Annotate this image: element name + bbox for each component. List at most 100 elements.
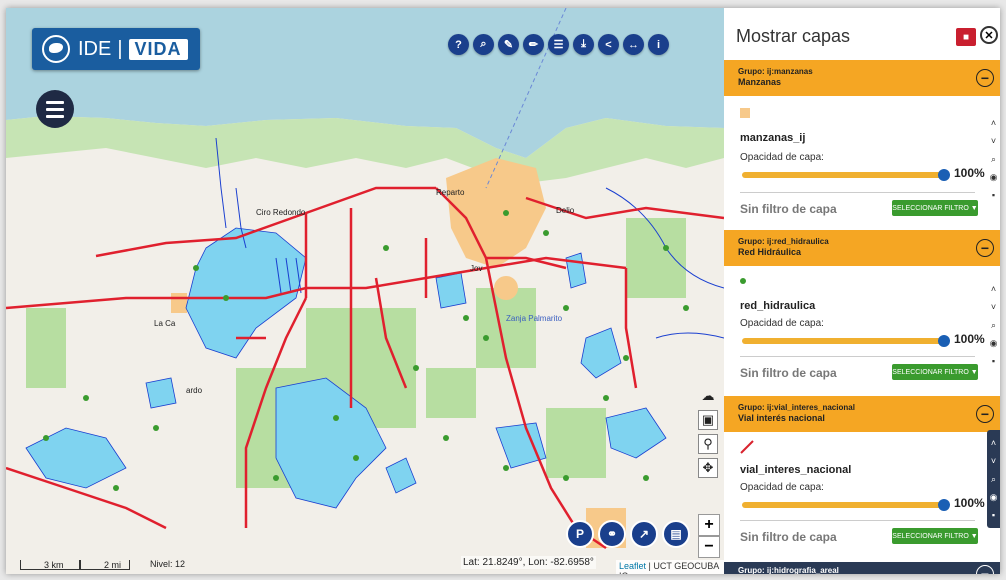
opacity-label: Opacidad de capa: — [740, 152, 824, 163]
move-up-icon[interactable]: ˄ — [990, 118, 997, 128]
select-filter-button[interactable]: SELECCIONAR FILTRO ▼ — [892, 528, 978, 544]
group-header-vial-interes-nacional[interactable]: Grupo: ij:vial_interes_nacional Vial int… — [724, 396, 1000, 432]
group-header-manzanas[interactable]: Grupo: ij:manzanas Manzanas − — [724, 60, 1000, 96]
map-pin-icon: ⚲ — [703, 436, 713, 451]
locate-button[interactable]: ⚲ — [698, 434, 718, 454]
minus-circle-icon: − — [980, 240, 990, 256]
logo-text-ide: IDE — [78, 37, 112, 60]
chart-button[interactable]: ↗ — [630, 520, 658, 548]
group-name: Red Hidráulica — [738, 247, 802, 257]
map-label: ardo — [186, 386, 203, 395]
group-name: Manzanas — [738, 77, 782, 87]
zoom-to-layer-icon[interactable]: ⌕ — [990, 473, 997, 484]
help-button[interactable]: ? — [448, 34, 469, 55]
draw-button[interactable]: ✏ — [523, 34, 544, 55]
logo-separator: | — [117, 37, 123, 60]
ide-vida-logo[interactable]: IDE | VIDA — [32, 28, 200, 70]
search-button[interactable]: ⌕ — [473, 34, 494, 55]
swap-icon: ↔ — [628, 38, 639, 51]
layer-swatch — [740, 108, 750, 118]
edit-button[interactable]: ✎ — [498, 34, 519, 55]
parking-icon: P — [575, 527, 584, 541]
remove-layer-icon[interactable]: ▪ — [991, 510, 996, 520]
opacity-label: Opacidad de capa: — [740, 318, 824, 329]
slider-handle[interactable] — [938, 169, 950, 181]
zoom-to-layer-icon[interactable]: ⌕ — [990, 319, 997, 330]
pan-button[interactable]: ✥ — [698, 458, 718, 478]
minus-circle-icon: − — [980, 566, 990, 574]
logo-text-vida: VIDA — [128, 38, 188, 60]
slider-handle[interactable] — [938, 335, 950, 347]
binoculars-icon: ⚭ — [606, 527, 618, 541]
download-button[interactable]: ⤓ — [573, 34, 594, 55]
move-down-icon[interactable]: ˅ — [990, 136, 997, 146]
no-filter-label: Sin filtro de capa — [740, 202, 837, 216]
layer-actions: ˄ ˅ ⌕ ◉ ▪ — [987, 280, 1000, 370]
table-button[interactable]: ☰ — [548, 34, 569, 55]
collapse-group-button[interactable]: − — [976, 565, 994, 574]
filter-icon: ▼ — [970, 368, 978, 376]
binoculars-button[interactable]: ⚭ — [598, 520, 626, 548]
opacity-slider[interactable] — [742, 499, 950, 511]
layer-actions: ˄ ˅ ⌕ ◉ ▪ — [987, 114, 1000, 204]
minus-circle-icon: − — [980, 406, 990, 422]
visibility-icon[interactable]: ◉ — [989, 337, 998, 348]
map-icon: ▤ — [670, 527, 682, 541]
main-menu-button[interactable] — [36, 90, 74, 128]
map-label: Reparto — [436, 188, 465, 197]
info-button[interactable]: i — [648, 34, 669, 55]
trash-icon: ■ — [962, 31, 970, 43]
close-icon: ✕ — [984, 29, 994, 42]
select-filter-button[interactable]: SELECCIONAR FILTRO ▼ — [892, 200, 978, 216]
layer-swatch — [740, 440, 754, 454]
map-label: La Ca — [154, 319, 176, 328]
collapse-group-button[interactable]: − — [976, 405, 994, 423]
group-header-hidrografia-areal[interactable]: Grupo: ij:hidrografia_areal − — [724, 562, 1000, 574]
fullscreen-button[interactable]: ▣ — [698, 410, 718, 430]
move-down-icon[interactable]: ˅ — [990, 456, 997, 466]
collapse-group-button[interactable]: − — [976, 69, 994, 87]
remove-layer-icon[interactable]: ▪ — [991, 356, 996, 366]
opacity-label: Opacidad de capa: — [740, 482, 824, 493]
zoom-out-button[interactable]: − — [698, 536, 720, 558]
cursor-coordinates: Lat: 21.8249°, Lon: -82.6958° — [461, 556, 596, 569]
filter-icon: ▼ — [970, 532, 978, 540]
group-label: Grupo: ij:vial_interes_nacional — [738, 403, 855, 412]
layers-panel: Mostrar capas ■ ✕ Grupo: ij:manzanas Man… — [724, 8, 1000, 574]
layer-item-manzanas: manzanas_ij Opacidad de capa: 100% Sin f… — [724, 96, 1000, 232]
remove-layer-icon[interactable]: ▪ — [991, 190, 996, 200]
group-header-red-hidraulica[interactable]: Grupo: ij:red_hidraulica Red Hidráulica … — [724, 230, 1000, 266]
hamburger-icon — [46, 100, 64, 104]
slider-handle[interactable] — [938, 499, 950, 511]
map-canvas[interactable] — [6, 8, 724, 574]
visibility-icon[interactable]: ◉ — [989, 171, 998, 182]
table-icon: ☰ — [553, 39, 564, 51]
move-up-icon[interactable]: ˄ — [990, 284, 997, 294]
zoom-to-layer-icon[interactable]: ⌕ — [990, 153, 997, 164]
filter-icon: ▼ — [970, 204, 978, 212]
opacity-value: 100% — [954, 496, 985, 510]
move-up-icon[interactable]: ˄ — [990, 438, 997, 448]
attribution-text: | UCT GEOCUBA IC — [619, 561, 719, 574]
globe-logo-icon — [42, 35, 70, 63]
zoom-in-button[interactable]: + — [698, 514, 720, 536]
weather-button[interactable]: ☁ — [698, 386, 718, 406]
share-button[interactable]: < — [598, 34, 619, 55]
close-panel-button[interactable]: ✕ — [980, 26, 998, 44]
move-down-icon[interactable]: ˅ — [990, 302, 997, 312]
map-button[interactable]: ▤ — [662, 520, 690, 548]
opacity-slider[interactable] — [742, 335, 950, 347]
parking-button[interactable]: P — [566, 520, 594, 548]
search-icon: ⌕ — [480, 38, 487, 50]
visibility-icon[interactable]: ◉ — [989, 491, 998, 502]
select-filter-button[interactable]: SELECCIONAR FILTRO ▼ — [892, 364, 978, 380]
map-label-water: Zanja Palmarito — [506, 314, 563, 323]
collapse-group-button[interactable]: − — [976, 239, 994, 257]
opacity-value: 100% — [954, 332, 985, 346]
group-name: Vial interés nacional — [738, 413, 825, 423]
delete-all-layers-button[interactable]: ■ — [956, 28, 976, 46]
swap-button[interactable]: ↔ — [623, 34, 644, 55]
map-view[interactable]: Ciro Redondo Reparto Delio La Ca ardo Jo… — [6, 8, 724, 574]
leaflet-link[interactable]: Leaflet — [619, 561, 647, 571]
opacity-slider[interactable] — [742, 169, 950, 181]
